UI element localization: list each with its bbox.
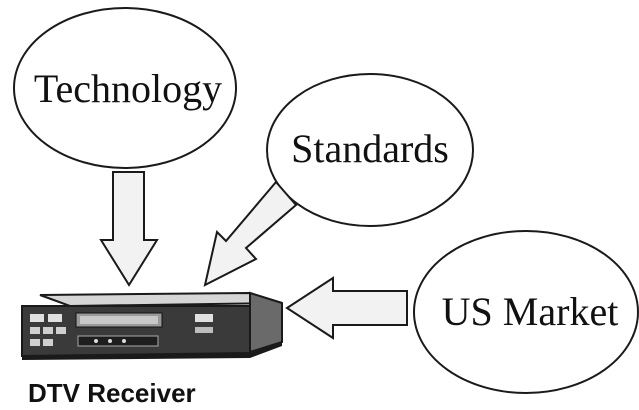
standards-label: Standards xyxy=(291,126,449,171)
technology-ellipse xyxy=(13,7,237,169)
node-technology: Technology xyxy=(13,7,237,169)
receiver-caption: DTV Receiver xyxy=(28,378,196,408)
technology-label: Technology xyxy=(34,66,222,111)
standards-ellipse xyxy=(266,73,474,227)
us-market-ellipse xyxy=(413,230,639,394)
arrow-standards-to-receiver xyxy=(203,180,298,287)
node-us-market: US Market xyxy=(413,230,639,394)
set-top-box-icon xyxy=(21,291,283,360)
arrow-us-market-to-receiver xyxy=(285,276,408,340)
us-market-label: US Market xyxy=(442,289,619,334)
arrow-technology-to-receiver xyxy=(99,171,159,287)
node-standards: Standards xyxy=(266,73,474,227)
